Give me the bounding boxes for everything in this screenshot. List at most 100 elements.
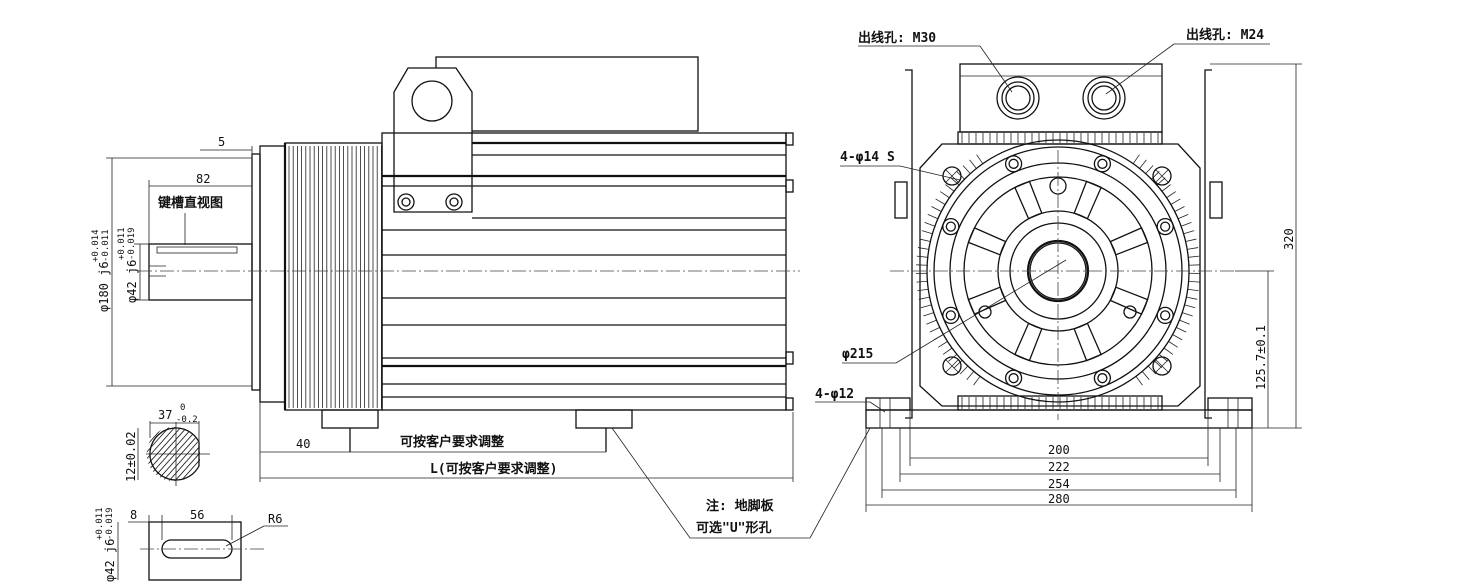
flange <box>259 145 286 403</box>
flange-bolt <box>1156 306 1174 325</box>
pitch-circle-label: φ215 <box>842 347 873 362</box>
fin-line <box>1187 288 1199 292</box>
fin-line <box>1188 255 1200 258</box>
keyway <box>156 246 238 254</box>
key-width: 37 <box>158 408 172 422</box>
body-ribs <box>382 141 786 398</box>
foot-right <box>575 409 633 429</box>
fin-line <box>962 165 971 174</box>
hatch-line <box>146 427 171 482</box>
fin-line <box>1145 165 1154 174</box>
svg-text:-0.011: -0.011 <box>101 229 111 262</box>
fin-line <box>916 255 928 258</box>
fin-line <box>1183 230 1195 235</box>
fin-line <box>942 347 953 355</box>
fin-line <box>1188 280 1200 283</box>
fin-line <box>1153 360 1163 369</box>
fin-section <box>284 142 383 411</box>
top-fins <box>961 133 1159 143</box>
fin-line <box>938 341 948 348</box>
fin-line <box>1185 238 1197 242</box>
flange-bolts <box>942 155 1174 387</box>
keyway-dim-a: 8 <box>130 508 137 522</box>
fin-line <box>927 214 939 220</box>
fin-line <box>1170 198 1181 205</box>
fin-line <box>1163 347 1174 355</box>
fin-line <box>1147 365 1157 375</box>
fin-line <box>918 296 930 300</box>
corner-bolt <box>1152 356 1172 376</box>
foot-adjust-label: 可按客户要求调整 <box>400 434 505 450</box>
flange-bolt <box>1004 155 1023 173</box>
base-dim-254: 254 <box>1048 477 1070 491</box>
keyway-shaft-diameter: φ42 j6 <box>103 539 117 582</box>
fin-line <box>921 230 933 235</box>
fin-line <box>1176 327 1187 333</box>
fin-line <box>1177 214 1189 220</box>
keyway-detail: 8 56 R6 φ42 j6 +0.011 -0.019 <box>95 507 288 582</box>
flange-bolt <box>1156 217 1174 236</box>
lifting-bracket <box>393 67 473 213</box>
side-view: 出线孔: M30 出线孔: M24 <box>809 27 1302 539</box>
fin-line <box>1135 376 1143 386</box>
fin-line <box>1139 159 1147 169</box>
fin-line <box>1179 319 1190 325</box>
base-dim-280: 280 <box>1048 492 1070 506</box>
corner-bolts <box>942 166 1172 376</box>
terminal-box <box>435 56 699 132</box>
key-depth: 12±0.02 <box>124 431 138 482</box>
shaft-section: 37 0 -0.2 12±0.02 <box>96 403 210 486</box>
dim-shaft-diameter: φ42 j6 <box>125 260 139 303</box>
base-dim-200: 200 <box>1048 443 1070 457</box>
hatch-line <box>96 426 146 482</box>
spoke <box>1109 227 1149 256</box>
bracket-bolt-right <box>445 193 463 211</box>
note-line-2: 可选"U"形孔 <box>696 520 771 536</box>
height-total: 320 <box>1282 228 1296 250</box>
fin-line <box>917 288 929 292</box>
note: 注: 地脚板 可选"U"形孔 <box>696 498 775 536</box>
svg-text:-0.019: -0.019 <box>105 507 115 540</box>
fin-line <box>1161 184 1171 192</box>
fin-line <box>929 327 940 333</box>
dim-foot-offset: 40 <box>296 437 310 451</box>
svg-text:0: 0 <box>180 403 185 413</box>
fin-line <box>959 365 969 375</box>
base-plate <box>865 409 1253 429</box>
fin-line <box>953 360 963 369</box>
svg-text:-0.019: -0.019 <box>127 227 137 260</box>
outlet-m24 <box>1082 76 1126 120</box>
fin-line <box>1168 341 1178 348</box>
fin-line <box>917 247 929 250</box>
fin-line <box>916 280 928 283</box>
fin-line <box>950 177 960 186</box>
flange-bolt <box>1093 369 1112 387</box>
cooling-fins <box>288 146 382 408</box>
shaft-section-outline <box>149 427 200 481</box>
foot-left <box>321 409 379 429</box>
fin-line <box>1180 222 1192 227</box>
keyway-dim-b: 56 <box>190 508 204 522</box>
note-line-1: 注: 地脚板 <box>706 498 775 514</box>
corner-bolt <box>942 356 962 376</box>
hatch-line <box>179 427 200 482</box>
flange-spigot <box>251 153 261 391</box>
side-flange <box>919 143 1201 407</box>
dim-shaft-step: 5 <box>218 135 225 149</box>
bolt-holes-label: 4-φ14 S <box>840 150 895 165</box>
spoke <box>1014 322 1043 362</box>
lifting-hole <box>411 80 453 122</box>
fin-line <box>945 184 955 192</box>
fin-line <box>931 206 942 212</box>
bracket-bolt-left <box>397 193 415 211</box>
svg-text:+0.011: +0.011 <box>117 227 127 260</box>
center-height: 125.7±0.1 <box>1254 325 1268 390</box>
fin-line <box>1186 296 1198 300</box>
shaft <box>148 243 253 301</box>
fin-line <box>920 304 932 309</box>
fin-line <box>924 222 936 227</box>
outlet-right-label: 出线孔: M24 <box>1186 27 1264 43</box>
fin-line <box>1182 312 1193 317</box>
fin-line <box>940 191 950 199</box>
